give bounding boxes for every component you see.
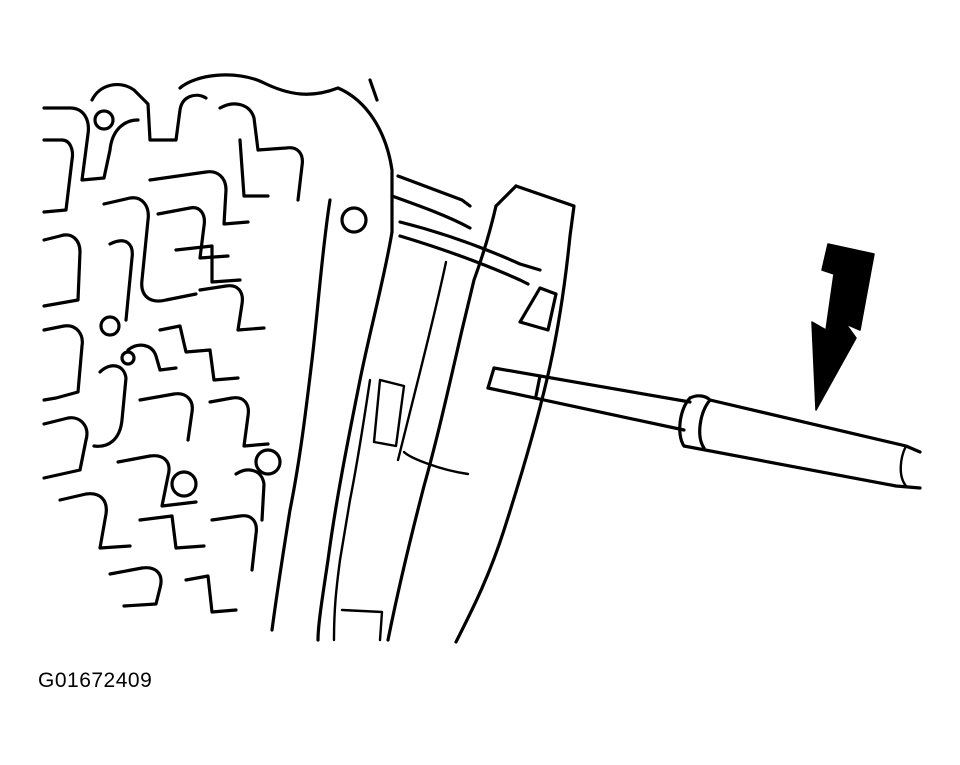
figure-code-label: G01672409: [38, 669, 153, 692]
valve-body-casting: [42, 73, 394, 642]
arrow-pointer-icon: [811, 243, 875, 411]
transmission-case-block: [332, 174, 576, 644]
probe-tool: [486, 366, 922, 490]
